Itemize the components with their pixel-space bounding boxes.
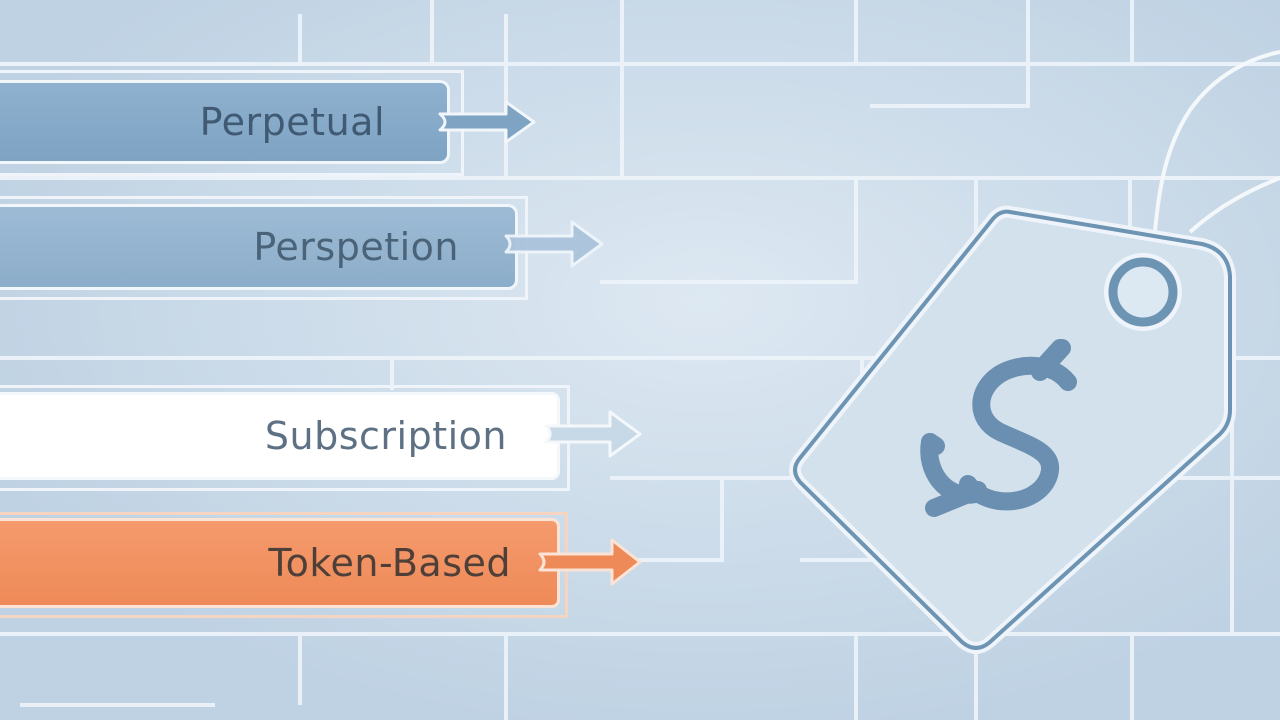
option-bar-token-based[interactable]: Token-Based <box>0 518 560 608</box>
option-bar-subscription[interactable]: Subscription <box>0 392 560 480</box>
option-label: Perpetual <box>199 100 385 144</box>
option-bar-perspetion[interactable]: Perspetion <box>0 204 518 290</box>
option-label: Subscription <box>264 414 507 458</box>
option-label: Perspetion <box>253 225 459 269</box>
option-bar-perpetual[interactable]: Perpetual <box>0 80 450 164</box>
option-label: Token-Based <box>268 541 511 585</box>
